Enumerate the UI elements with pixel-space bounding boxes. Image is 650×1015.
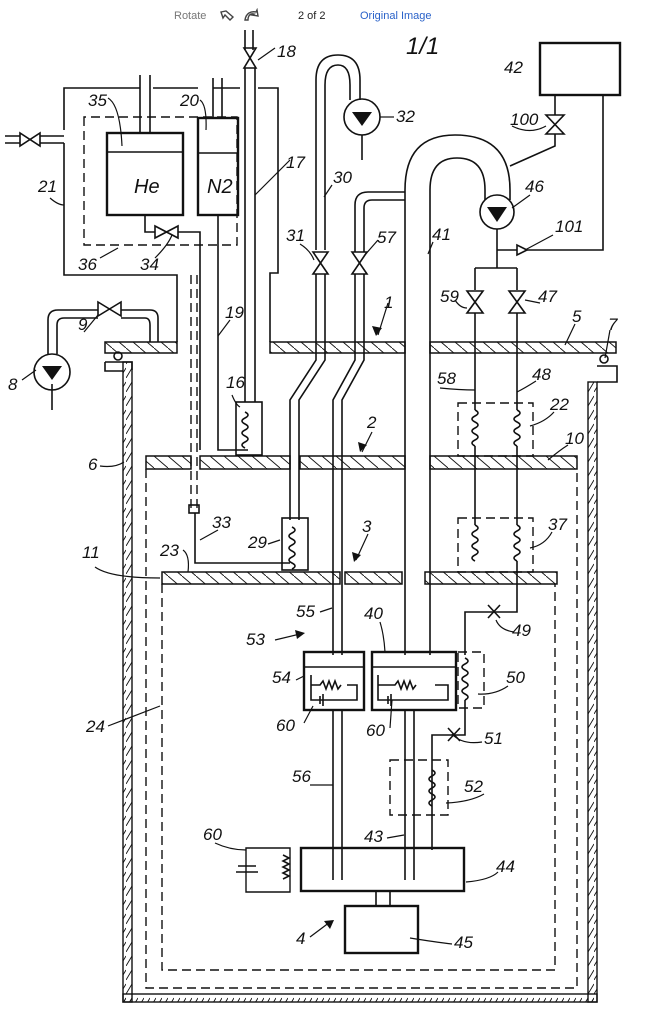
rotate-label: Rotate xyxy=(174,10,207,22)
label-8: 8 xyxy=(8,375,18,394)
sheet-label: 1/1 xyxy=(406,33,439,60)
cell-40 xyxy=(370,650,458,880)
label-24: 24 xyxy=(85,717,105,736)
label-43: 43 xyxy=(364,827,383,846)
pipe-55-assembly xyxy=(332,191,405,880)
label-51: 51 xyxy=(484,729,503,748)
label-50: 50 xyxy=(506,668,525,687)
label-11: 11 xyxy=(82,543,100,562)
label-33: 33 xyxy=(212,513,231,532)
label-49: 49 xyxy=(512,621,531,640)
label-36: 36 xyxy=(78,255,97,274)
label-5: 5 xyxy=(572,307,582,326)
enclosure-36 xyxy=(83,116,238,246)
label-37: 37 xyxy=(548,515,567,534)
label-58: 58 xyxy=(437,369,456,388)
pipe-30-assembly xyxy=(281,54,381,571)
label-45: 45 xyxy=(454,933,473,952)
label-16: 16 xyxy=(226,373,245,392)
block-45 xyxy=(343,904,420,955)
label-10: 10 xyxy=(565,429,584,448)
shield-11 xyxy=(145,469,578,989)
label-20: 20 xyxy=(179,91,199,110)
label-29: 29 xyxy=(247,533,267,552)
reference-labels: 18 35 20 17 21 He N2 36 34 32 30 31 57 4… xyxy=(8,42,618,952)
label-101: 101 xyxy=(555,217,583,236)
label-4: 4 xyxy=(296,929,305,948)
label-47: 47 xyxy=(538,287,557,306)
label-7: 7 xyxy=(608,315,618,334)
shield-24 xyxy=(161,584,556,971)
label-32: 32 xyxy=(396,107,415,126)
label-41: 41 xyxy=(432,225,451,244)
label-44: 44 xyxy=(496,857,515,876)
label-46: 46 xyxy=(525,177,544,196)
label-1: 1 xyxy=(384,293,393,312)
label-31: 31 xyxy=(286,226,305,245)
rotate-cw-icon[interactable] xyxy=(242,8,260,22)
label-60c: 60 xyxy=(203,825,222,844)
label-30: 30 xyxy=(333,168,352,187)
circuit-60 xyxy=(236,847,291,893)
pipe-41-assembly xyxy=(404,134,518,655)
label-9: 9 xyxy=(78,315,88,334)
label-60a: 60 xyxy=(276,716,295,735)
label-6: 6 xyxy=(88,455,98,474)
label-17: 17 xyxy=(286,153,305,172)
label-57: 57 xyxy=(377,228,396,247)
label-35: 35 xyxy=(88,91,107,110)
label-52: 52 xyxy=(464,777,483,796)
label-18: 18 xyxy=(277,42,296,61)
label-53: 53 xyxy=(246,630,265,649)
leader-lines xyxy=(21,47,611,945)
arrowheads xyxy=(295,326,382,929)
page-indicator: 2 of 2 xyxy=(298,10,326,22)
label-56: 56 xyxy=(292,767,311,786)
plate-3 xyxy=(161,571,558,585)
control-box-42 xyxy=(497,41,622,257)
label-21: 21 xyxy=(37,177,57,196)
label-100: 100 xyxy=(510,110,539,129)
label-22: 22 xyxy=(549,395,569,414)
outer-vessel xyxy=(104,351,618,1003)
label-54: 54 xyxy=(272,668,291,687)
tank-label-n2: N2 xyxy=(207,176,233,198)
label-40: 40 xyxy=(364,604,383,623)
label-2: 2 xyxy=(366,413,377,432)
tanks-assembly xyxy=(5,30,290,564)
image-viewer-toolbar: Rotate 2 of 2 Original Image xyxy=(0,0,650,32)
original-image-link[interactable]: Original Image xyxy=(360,10,432,22)
label-19: 19 xyxy=(225,303,244,322)
label-48: 48 xyxy=(532,365,551,384)
rotate-ccw-icon[interactable] xyxy=(218,8,236,22)
label-23: 23 xyxy=(159,541,179,560)
block-44 xyxy=(299,846,466,893)
label-60b: 60 xyxy=(366,721,385,740)
label-55: 55 xyxy=(296,602,315,621)
top-flange-5 xyxy=(104,341,617,354)
plate-2 xyxy=(145,455,578,470)
cell-54 xyxy=(302,650,366,712)
block-45-connector xyxy=(375,891,391,906)
valves-59-47 xyxy=(389,290,534,850)
label-34: 34 xyxy=(140,255,159,274)
label-59: 59 xyxy=(440,287,459,306)
label-42: 42 xyxy=(504,58,523,77)
tank-label-he: He xyxy=(134,176,160,198)
label-3: 3 xyxy=(362,517,372,536)
